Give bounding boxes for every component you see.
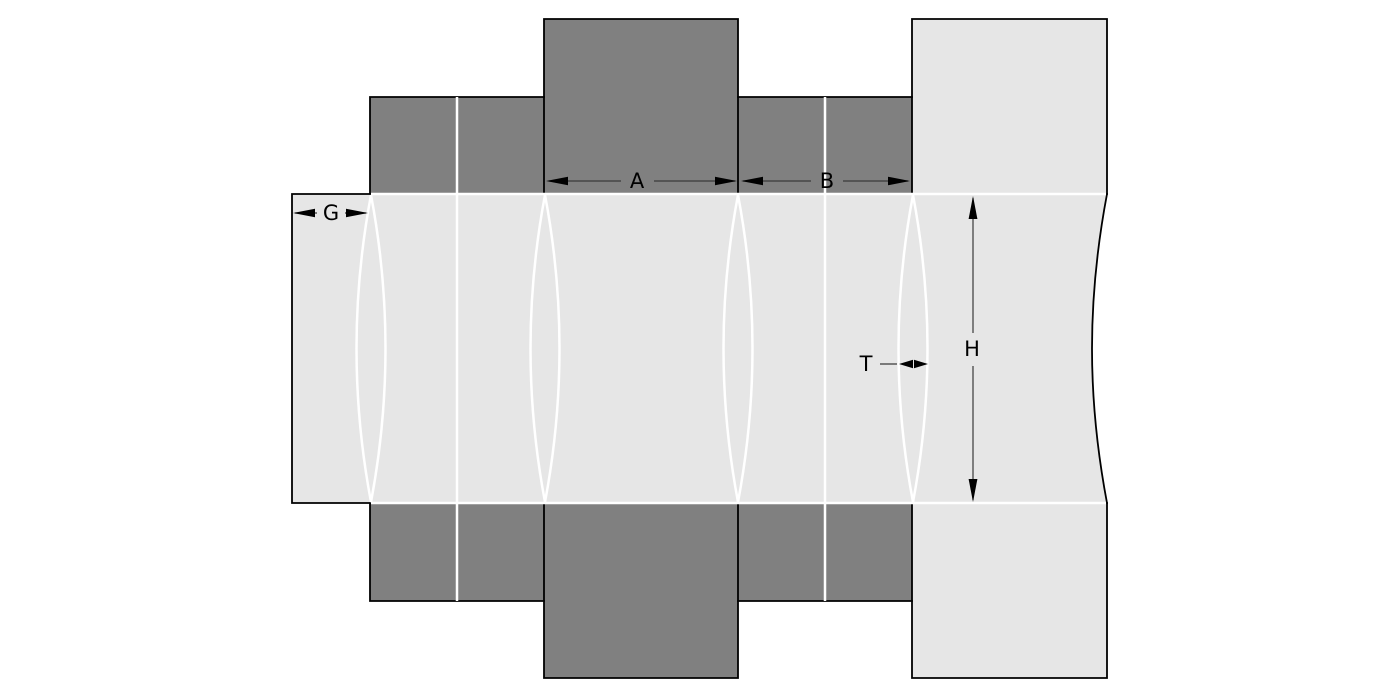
dimension-arrowheads xyxy=(293,176,978,502)
crease-lens-3 xyxy=(722,194,754,503)
panels xyxy=(292,19,1107,678)
bottom-flap-center-outline xyxy=(543,502,739,679)
break-curve xyxy=(1091,192,1109,505)
dimension-labels: G A B H T xyxy=(323,169,980,376)
dim-label-a: A xyxy=(630,169,645,193)
arrow-t-right xyxy=(914,359,928,369)
arrow-t-left xyxy=(899,359,913,369)
crease-lens-1 xyxy=(355,194,387,503)
dim-label-t: T xyxy=(859,352,873,376)
dim-label-h: H xyxy=(964,337,980,361)
cut-lines xyxy=(291,18,1109,679)
right-panel-bottom-outline xyxy=(911,502,1108,679)
dim-label-b: B xyxy=(820,169,834,193)
crease-lens-2 xyxy=(529,194,561,503)
bottom-flap-left-outline xyxy=(369,502,545,602)
arrow-b-right xyxy=(888,176,910,186)
arrow-h-bottom xyxy=(968,479,978,502)
arrow-a-right xyxy=(715,176,737,186)
arrow-g-right xyxy=(346,208,368,218)
right-panel-bottom xyxy=(912,503,1107,678)
crease-lens-4 xyxy=(897,194,929,503)
top-flap-left-outline xyxy=(369,96,545,195)
top-flap-center xyxy=(544,19,738,194)
arrow-a-left xyxy=(546,176,568,186)
arrow-b-left xyxy=(741,176,763,186)
top-flap-center-outline xyxy=(543,18,739,195)
dimensions: G A B H T xyxy=(293,169,980,502)
arrow-h-top xyxy=(968,196,978,219)
right-panel-top xyxy=(912,19,1107,194)
arrow-g-left xyxy=(293,208,315,218)
glue-panel-outline xyxy=(291,193,371,504)
right-panel-top-outline xyxy=(911,18,1108,195)
main-body-band xyxy=(292,194,1107,503)
crease-lines xyxy=(355,97,1106,601)
bottom-flap-center xyxy=(544,503,738,678)
dim-label-g: G xyxy=(323,201,339,225)
